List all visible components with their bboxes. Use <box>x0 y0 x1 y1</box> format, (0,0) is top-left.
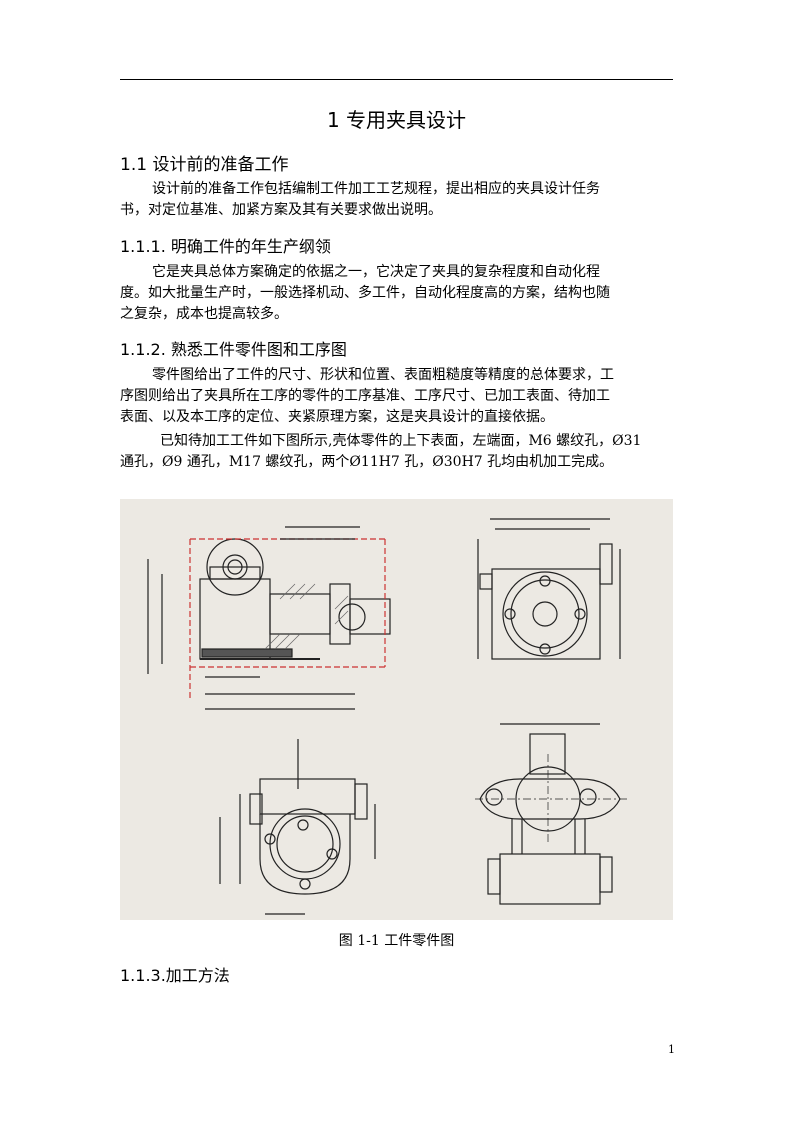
text-line: 通孔，Ø9 通孔，M17 螺纹孔，两个Ø11H7 孔，Ø30H7 孔均由机加工完… <box>120 454 614 470</box>
top-view <box>475 723 630 905</box>
section-1-1-1-paragraph: 它是夹具总体方案确定的依据之一，它决定了夹具的复杂程度和自动化程 度。如大批量生… <box>120 262 673 325</box>
text-line: 零件图给出了工件的尺寸、形状和位置、表面粗糙度等精度的总体要求，工 <box>152 367 614 383</box>
section-title-1-1-3: 1.1.3.加工方法 <box>120 966 230 985</box>
chapter-title: 1 专用夹具设计 <box>326 108 467 132</box>
bottom-section-view <box>219 739 376 915</box>
text-line: 度。如大批量生产时，一般选择机动、多工件，自动化程度高的方案，结构也随 <box>120 285 610 301</box>
front-section-view <box>147 526 391 710</box>
page-number: 1 <box>668 1043 675 1056</box>
section-1-1-2-paragraph-2: 已知待加工工件如下图所示,壳体零件的上下表面，左端面，M6 螺纹孔，Ø31 通孔… <box>120 431 673 473</box>
section-title-1-1: 1.1 设计前的准备工作 <box>120 155 289 175</box>
section-1-1-2-paragraph: 零件图给出了工件的尺寸、形状和位置、表面粗糙度等精度的总体要求，工 序图则给出了… <box>120 365 673 428</box>
part-drawing-figure <box>120 499 673 920</box>
text-line: 已知待加工工件如下图所示,壳体零件的上下表面，左端面，M6 螺纹孔，Ø31 <box>160 433 642 449</box>
hatch-lines <box>264 583 349 650</box>
text-line: 序图则给出了夹具所在工序的零件的工序基准、工序尺寸、已加工表面、待加工 <box>120 388 610 404</box>
text-line: 之复杂，成本也提高较多。 <box>120 306 288 322</box>
figure-caption: 图 1-1 工件零件图 <box>338 933 455 949</box>
section-title-1-1-1: 1.1.1. 明确工件的年生产纲领 <box>120 237 331 256</box>
side-view <box>477 518 621 660</box>
text-line: 设计前的准备工作包括编制工件加工工艺规程，提出相应的夹具设计任务 <box>152 181 600 197</box>
section-1-1-paragraph: 设计前的准备工作包括编制工件加工工艺规程，提出相应的夹具设计任务 书，对定位基准… <box>120 179 673 221</box>
part-drawing <box>147 518 630 915</box>
text-line: 它是夹具总体方案确定的依据之一，它决定了夹具的复杂程度和自动化程 <box>152 264 600 280</box>
header-rule <box>120 79 673 80</box>
section-title-1-1-2: 1.1.2. 熟悉工件零件图和工序图 <box>120 340 347 359</box>
text-line: 书，对定位基准、加紧方案及其有关要求做出说明。 <box>120 202 442 218</box>
text-line: 表面、以及本工序的定位、夹紧原理方案，这是夹具设计的直接依据。 <box>120 409 554 425</box>
